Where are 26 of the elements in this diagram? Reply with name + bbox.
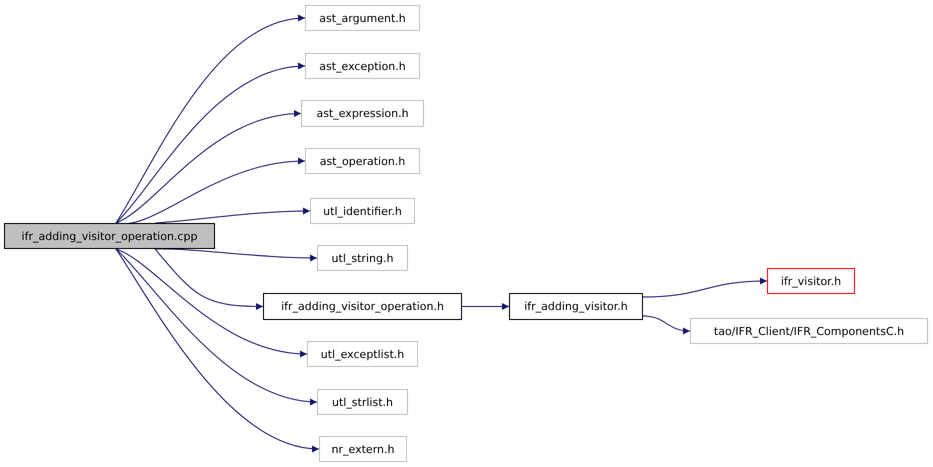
- arrow: [116, 63, 306, 224]
- file-box: utl_exceptlist.h: [307, 341, 418, 367]
- arrow: [116, 248, 320, 452]
- file-box: ifr_adding_visitor_operation.h: [263, 293, 462, 320]
- file-box: tao/IFR_Client/IFR_ComponentsC.h: [690, 318, 928, 344]
- arrow: [642, 278, 768, 298]
- file-box: ifr_adding_visitor.h: [509, 293, 643, 320]
- arrow: [116, 248, 308, 357]
- file-box: ast_exception.h: [305, 53, 420, 79]
- file-box: ifr_visitor.h: [767, 268, 855, 294]
- file-box: ast_expression.h: [301, 100, 424, 127]
- arrow: [462, 303, 510, 310]
- file-box: ast_argument.h: [305, 5, 420, 31]
- arrow: [116, 15, 306, 224]
- file-box: ifr_adding_visitor_operation.cpp: [4, 223, 215, 249]
- arrow: [642, 316, 690, 334]
- file-box: ast_operation.h: [305, 148, 420, 174]
- file-box: utl_strlist.h: [317, 389, 408, 415]
- arrow: [116, 248, 318, 405]
- file-box: utl_string.h: [317, 245, 408, 271]
- file-box: nr_extern.h: [319, 436, 407, 462]
- arrow: [116, 158, 306, 224]
- arrow: [154, 248, 264, 310]
- arrow: [154, 208, 310, 224]
- arrow: [116, 110, 302, 224]
- file-box: utl_identifier.h: [310, 198, 415, 224]
